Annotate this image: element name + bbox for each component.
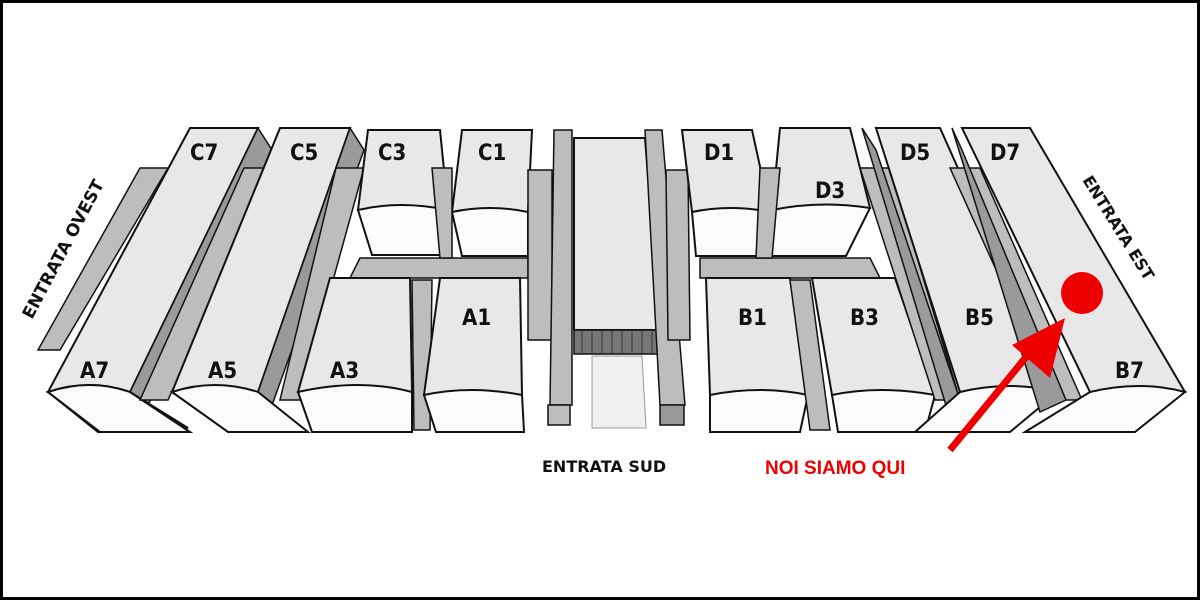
cross-corridor-right [699, 257, 882, 279]
hall-d3[interactable] [770, 127, 872, 257]
central-left-corridor [527, 169, 553, 341]
central-left-wall [549, 129, 573, 406]
south-entrance-steps [591, 355, 647, 429]
corridor-c3-c1 [431, 167, 453, 259]
west-corridor [36, 167, 170, 351]
hall-label-d3: D3 [815, 179, 845, 204]
pillar-left [547, 404, 571, 426]
hall-label-a3: A3 [330, 359, 359, 384]
you-are-here-arrow-shaft [947, 337, 1043, 453]
hall-label-b5: B5 [965, 306, 994, 331]
central-right-corridor [665, 169, 691, 341]
hall-label-c3: C3 [378, 141, 406, 166]
hall-label-c1: C1 [478, 141, 506, 166]
pillar-right [659, 404, 685, 426]
hall-label-b1: B1 [738, 306, 767, 331]
hall-label-a7: A7 [80, 359, 109, 384]
hall-a1[interactable] [422, 277, 526, 433]
hall-b1[interactable] [704, 277, 810, 433]
map-canvas: C7 C5 C3 C1 D1 D3 D5 D7 A7 A5 A3 A1 B1 B… [19, 126, 1188, 479]
hall-label-b7: B7 [1115, 359, 1144, 384]
hall-label-a1: A1 [462, 306, 491, 331]
hall-a3[interactable] [296, 277, 414, 433]
entrance-south-label: ENTRATA SUD [542, 457, 666, 476]
hall-d1[interactable] [680, 129, 772, 257]
you-are-here-label: NOI SIAMO QUI [765, 458, 905, 479]
hall-label-c5: C5 [290, 141, 318, 166]
hall-c3[interactable] [356, 129, 450, 256]
corridor-d1-d3 [755, 167, 781, 259]
hall-label-b3: B3 [850, 306, 879, 331]
corridor-b1-b3 [789, 279, 831, 431]
you-are-here-arrow-head [1012, 318, 1065, 378]
hall-label-d5: D5 [900, 141, 930, 166]
central-gallery-facade [573, 329, 659, 355]
hall-label-d7: D7 [990, 141, 1020, 166]
hall-label-c7: C7 [190, 141, 218, 166]
cross-corridor-left [348, 257, 529, 279]
you-are-here-marker [1061, 272, 1103, 314]
hall-label-a5: A5 [208, 359, 237, 384]
hall-d5-b5[interactable] [861, 127, 1061, 433]
hall-label-d1: D1 [704, 141, 734, 166]
